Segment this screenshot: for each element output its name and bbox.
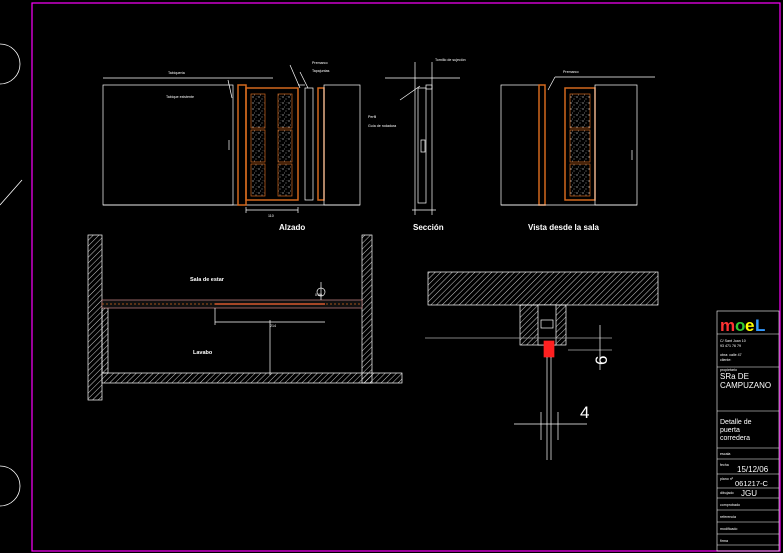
title-sign-label: firma bbox=[720, 539, 728, 543]
section-view bbox=[385, 62, 460, 215]
title-description-line-3: corredera bbox=[720, 435, 750, 442]
svg-text:e: e bbox=[745, 316, 754, 335]
elevation-note-2: Tabique existente bbox=[166, 95, 194, 99]
binder-hole-bottom bbox=[0, 465, 21, 507]
plan-dim-1: 0.80 bbox=[315, 293, 322, 297]
title-mod-label: modificado bbox=[720, 527, 737, 531]
room-view bbox=[500, 76, 655, 206]
title-drawn-by: JGU bbox=[741, 489, 757, 498]
title-owner-line-1: SRa DE bbox=[720, 372, 749, 381]
detail-view bbox=[425, 271, 659, 460]
elevation-note-4: Tapajuntas bbox=[312, 69, 330, 73]
title-drawn-label: dibujado bbox=[720, 491, 734, 495]
plan-room-bottom: Lavabo bbox=[193, 350, 213, 356]
title-scale-label: escala bbox=[720, 452, 730, 456]
binder-hole-top bbox=[0, 43, 21, 85]
elevation-dim: 110 bbox=[268, 214, 274, 218]
svg-text:m: m bbox=[720, 316, 735, 335]
title-plan-number: 061217-C bbox=[735, 479, 769, 488]
sheet-frame bbox=[31, 2, 781, 552]
svg-text:o: o bbox=[735, 316, 745, 335]
svg-text:L: L bbox=[755, 316, 765, 335]
fold-mark bbox=[0, 179, 23, 206]
title-block bbox=[716, 310, 780, 552]
title-date: 15/12/06 bbox=[737, 465, 769, 474]
title-address-line-3: obra: calle 47 bbox=[720, 353, 742, 357]
title-address-line-2: 93 471 76 79 bbox=[720, 344, 741, 348]
section-note-1: Tornillo de sujeción bbox=[435, 58, 466, 62]
title-owner-line-2: CAMPUZANO bbox=[720, 381, 771, 390]
plan-dim-2: 214 bbox=[270, 324, 276, 328]
room-view-note: Premarco bbox=[563, 70, 579, 74]
elevation-note-3: Premarco bbox=[312, 61, 328, 65]
detail-dim-vertical: 6 bbox=[592, 356, 611, 365]
plan-view bbox=[87, 234, 403, 401]
title-owner-label: propietario bbox=[720, 368, 737, 372]
title-check-label: comprobado bbox=[720, 503, 740, 507]
section-note-3: Guía de rodadura bbox=[368, 124, 396, 128]
elevation-note-1: Tabiquería bbox=[168, 71, 185, 75]
plan-room-top: Sala de estar bbox=[190, 277, 225, 283]
section-note-2: Perfil bbox=[368, 115, 376, 119]
elevation-title: Alzado bbox=[279, 223, 305, 232]
logo: m o e L bbox=[720, 316, 765, 335]
title-ref-label: referencia bbox=[720, 515, 736, 519]
elevation-view bbox=[102, 64, 361, 213]
binder-holes bbox=[0, 43, 23, 507]
title-address-line-1: C/ Sant Joan 10 bbox=[720, 339, 746, 343]
room-view-title: Vista desde la sala bbox=[528, 223, 600, 232]
title-description-line-2: puerta bbox=[720, 427, 740, 434]
title-description-line-1: Detalle de bbox=[720, 419, 752, 426]
section-title: Sección bbox=[413, 223, 444, 232]
title-address-line-4: cliente: bbox=[720, 358, 731, 362]
detail-dim-horizontal: 4 bbox=[580, 403, 589, 422]
title-plan-label: plano nº bbox=[720, 477, 734, 481]
title-date-label: fecha bbox=[720, 463, 729, 467]
